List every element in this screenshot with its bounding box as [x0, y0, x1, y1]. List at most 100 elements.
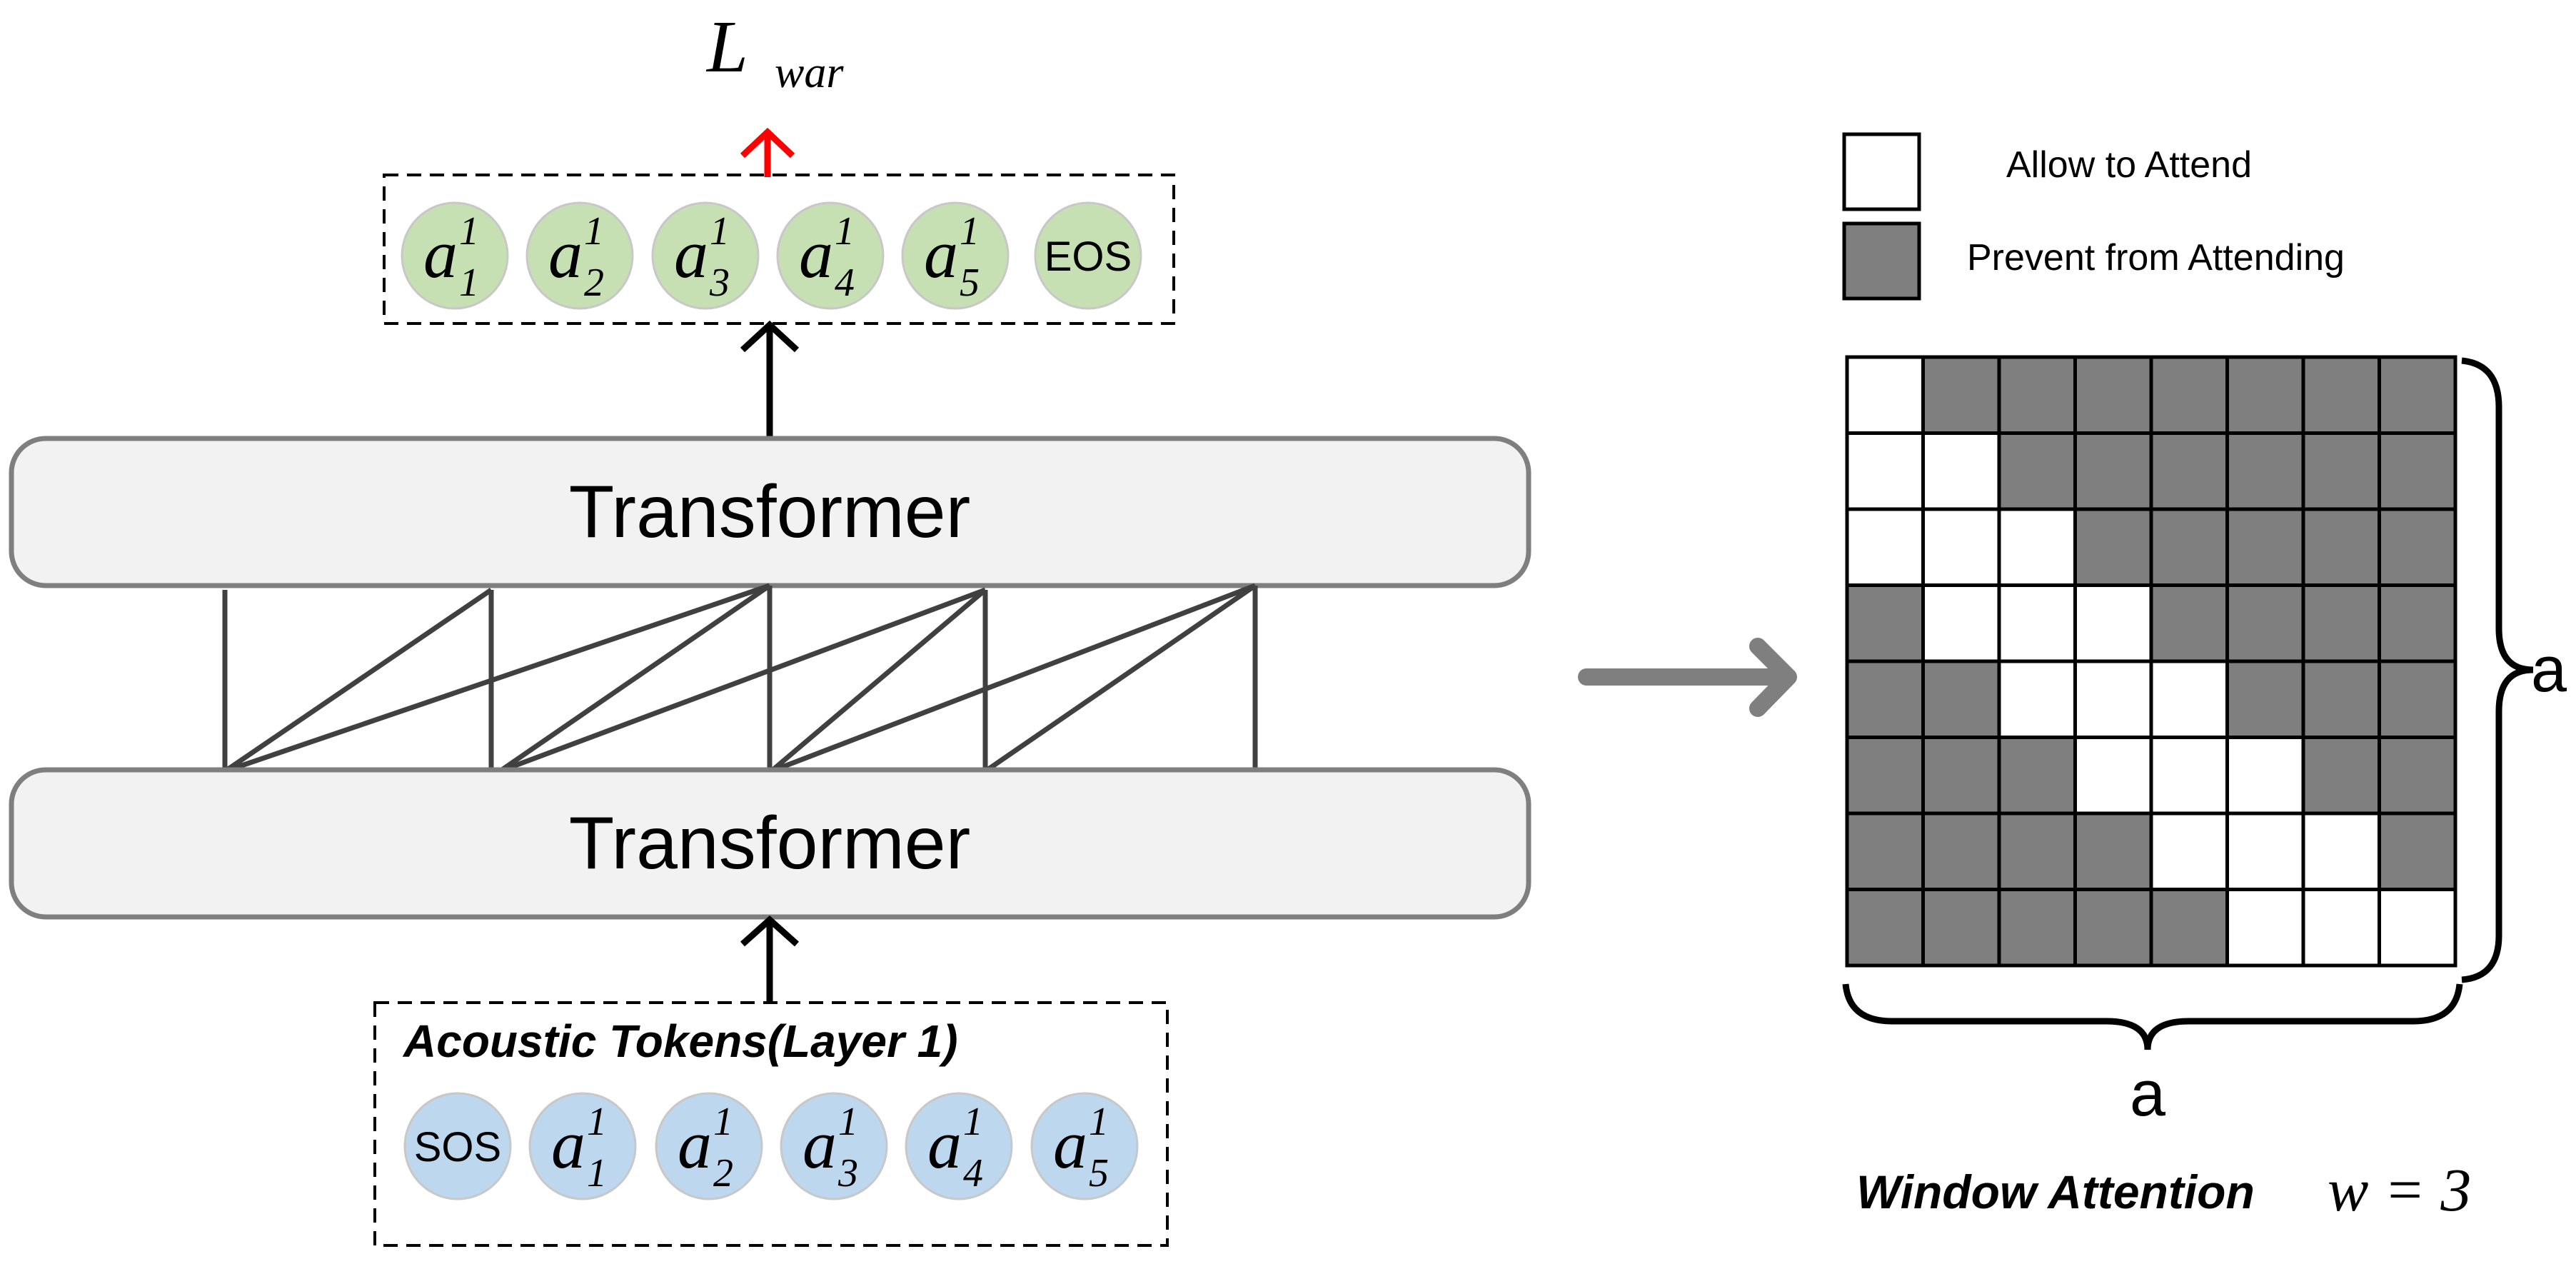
matrix-cell-allow — [1845, 355, 1925, 435]
matrix-cell-allow — [2225, 888, 2305, 968]
input-token-sup: 1 — [713, 1100, 733, 1144]
input-token-circle — [905, 1092, 1013, 1200]
top-arrow — [740, 320, 800, 437]
matrix-cell-prevent — [2301, 583, 2381, 663]
loss-subscript: war — [775, 49, 844, 97]
output-token-sup: 1 — [710, 209, 730, 254]
output-token-circle — [525, 201, 634, 310]
matrix-cell-prevent — [2149, 507, 2229, 587]
matrix-cell-allow — [2073, 736, 2153, 816]
matrix-right-brace — [2461, 357, 2534, 983]
matrix-cell-allow — [2301, 888, 2381, 968]
matrix-cell-prevent — [1845, 811, 1925, 891]
matrix-cell-prevent — [2073, 888, 2153, 968]
output-token-circle — [776, 201, 885, 310]
matrix-cell-allow — [2378, 888, 2457, 968]
input-token-circle — [780, 1092, 888, 1200]
matrix-cell-prevent — [1997, 431, 2077, 511]
output-token-base: a — [924, 216, 958, 292]
matrix-cell-prevent — [2378, 355, 2457, 435]
matrix-bottom-label: a — [2130, 1058, 2166, 1130]
matrix-cell-allow — [1921, 431, 2001, 511]
output-token-base: a — [548, 216, 583, 292]
output-token-circle — [901, 201, 1010, 310]
matrix-cell-prevent — [2301, 736, 2381, 816]
matrix-cell-prevent — [2378, 659, 2457, 739]
matrix-cell-prevent — [1921, 659, 2001, 739]
matrix-cell-allow — [2301, 811, 2381, 891]
output-token-sub: 2 — [584, 261, 604, 305]
matrix-cell-prevent — [2149, 431, 2229, 511]
caption-formula: w = 3 — [2328, 1155, 2471, 1224]
input-token-base: a — [803, 1106, 837, 1183]
matrix-cell-prevent — [1921, 736, 2001, 816]
output-token-base: a — [423, 216, 458, 292]
output-token-sup: 1 — [960, 209, 980, 254]
loss-symbol: L — [705, 6, 748, 88]
matrix-cell-prevent — [2378, 507, 2457, 587]
matrix-cell-prevent — [1845, 583, 1925, 663]
input-token-base: a — [927, 1106, 962, 1183]
attention-matrix — [1845, 355, 2457, 968]
matrix-cell-prevent — [2301, 355, 2381, 435]
input-token-base: a — [1053, 1106, 1087, 1183]
matrix-cell-prevent — [2073, 431, 2153, 511]
output-token-base: a — [674, 216, 708, 292]
matrix-cell-prevent — [1921, 888, 2001, 968]
matrix-cell-allow — [2225, 736, 2305, 816]
output-token-sub: 1 — [459, 261, 479, 305]
matrix-cell-allow — [1921, 507, 2001, 587]
matrix-cell-allow — [1845, 431, 1925, 511]
caption: Window Attention w = 3 — [1856, 1155, 2471, 1224]
matrix-cell-prevent — [2378, 431, 2457, 511]
matrix-cell-prevent — [2301, 659, 2381, 739]
legend-allow-swatch — [1842, 132, 1921, 211]
input-token-box — [373, 1001, 1169, 1247]
legend-prevent-label: Prevent from Attending — [1967, 237, 2345, 279]
matrix-cell-allow — [2225, 811, 2305, 891]
input-token-label: SOS — [414, 1124, 502, 1170]
matrix-cell-prevent — [2073, 811, 2153, 891]
matrix-cell-prevent — [2073, 507, 2153, 587]
matrix-cell-prevent — [2301, 507, 2381, 587]
input-token-circle — [403, 1092, 512, 1200]
input-title: Acoustic Tokens(Layer 1) — [402, 1015, 958, 1067]
input-token-sup: 1 — [587, 1100, 607, 1144]
matrix-cell-prevent — [2073, 355, 2153, 435]
matrix-cell-prevent — [1997, 888, 2077, 968]
output-token-sup: 1 — [584, 209, 604, 254]
loss-arrow — [740, 127, 795, 177]
matrix-cell-prevent — [2378, 736, 2457, 816]
matrix-cell-prevent — [2225, 431, 2305, 511]
matrix-cell-prevent — [2301, 431, 2381, 511]
matrix-cell-allow — [1997, 583, 2077, 663]
input-token-circle — [1030, 1092, 1139, 1200]
matrix-cell-prevent — [1997, 355, 2077, 435]
input-token-base: a — [678, 1106, 712, 1183]
transformer-top: Transformer — [9, 436, 1531, 588]
input-token-circle — [528, 1092, 637, 1200]
input-token-base: a — [551, 1106, 585, 1183]
matrix-cell-prevent — [1845, 888, 1925, 968]
transformer-top-label: Transformer — [569, 471, 970, 553]
matrix-cell-allow — [2073, 659, 2153, 739]
matrix-cell-allow — [1845, 507, 1925, 587]
matrix-cell-allow — [2149, 736, 2229, 816]
input-token-sub: 3 — [837, 1151, 858, 1195]
matrix-cell-prevent — [1997, 736, 2077, 816]
matrix-cell-prevent — [1845, 659, 1925, 739]
matrix-cell-prevent — [2149, 888, 2229, 968]
matrix-cell-prevent — [2149, 583, 2229, 663]
matrix-cell-prevent — [2378, 811, 2457, 891]
matrix-cell-allow — [2149, 659, 2229, 739]
bottom-arrow — [740, 915, 800, 1003]
input-token-sup: 1 — [963, 1100, 983, 1144]
legend-prevent-swatch — [1842, 221, 1921, 301]
input-token-sub: 1 — [587, 1151, 607, 1195]
